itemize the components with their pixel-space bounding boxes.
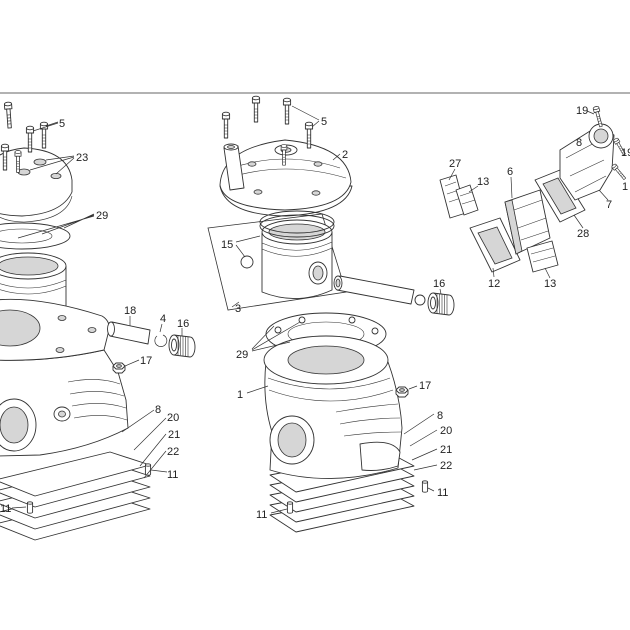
exhaust-port-inner — [277, 422, 307, 458]
callout-4: 4 — [160, 313, 166, 325]
callout-29: 29 — [236, 349, 248, 361]
callout-19: 19 — [621, 147, 630, 159]
gasket-hole — [348, 316, 356, 324]
callout-16: 16 — [177, 318, 189, 330]
dowel-pin — [421, 480, 429, 493]
cylinder-head-rim — [0, 195, 73, 223]
gasket-hole — [371, 327, 379, 335]
gasket-hole — [298, 316, 306, 324]
dowel-pin — [286, 501, 294, 514]
piston-ring-groove — [261, 241, 333, 257]
cylinder-fins — [267, 377, 402, 437]
callout-8: 8 — [437, 410, 443, 422]
piston-crown-inner — [268, 223, 326, 241]
piston-ring — [259, 210, 335, 234]
piston-ring — [259, 214, 335, 238]
head-bolt-hole — [311, 190, 321, 196]
callout-3: 3 — [235, 303, 241, 315]
callout-5: 5 — [59, 118, 65, 130]
cylinder-boss-hole — [58, 410, 66, 418]
callout-7: 7 — [606, 199, 612, 211]
head-bolt-hole — [33, 158, 47, 166]
right-assembly: 19 8 19 1 27 13 6 7 28 12 13 — [439, 105, 630, 290]
callout-28: 28 — [577, 228, 589, 240]
callout-22: 22 — [167, 446, 179, 458]
needle-bearing — [168, 334, 196, 358]
reed-petal-small — [455, 184, 479, 216]
head-bolt-hole — [253, 189, 263, 195]
callout-11: 11 — [167, 469, 178, 481]
reed-valve-block-side — [504, 199, 523, 255]
needle-bearing — [427, 292, 455, 316]
reed-gasket-opening — [477, 226, 513, 265]
callout-19: 19 — [576, 105, 588, 117]
circlip — [414, 294, 426, 306]
callout-11: 11 — [256, 509, 267, 521]
callout-1: 1 — [622, 181, 628, 193]
circlip — [154, 334, 168, 347]
left-assembly: 5 23 29 18 4 16 17 8 20 21 22 11 11 — [0, 101, 196, 541]
callout-2: 2 — [342, 149, 348, 161]
callout-5: 5 — [321, 116, 327, 128]
head-bolt-hole — [247, 161, 257, 167]
callout-17: 17 — [419, 380, 431, 392]
callout-23: 23 — [76, 152, 88, 164]
callout-18: 18 — [124, 305, 136, 317]
callout-13: 13 — [544, 278, 556, 290]
piston-crown-inner — [0, 256, 59, 276]
callout-21: 21 — [440, 444, 452, 456]
callout-16: 16 — [433, 278, 445, 290]
leader-line — [448, 110, 609, 279]
circlip — [240, 255, 254, 269]
callout-12: 12 — [488, 278, 500, 290]
cylinder-bore — [287, 345, 365, 375]
intake-manifold-bore — [593, 128, 609, 144]
reed-petal-small-detail — [459, 191, 476, 205]
callout-15: 15 — [221, 239, 233, 251]
leader-line — [231, 105, 442, 514]
head-gasket — [0, 222, 71, 250]
reed-petal-detail — [530, 247, 556, 263]
callout-22: 22 — [440, 460, 452, 472]
callout-20: 20 — [440, 425, 452, 437]
callout-11: 11 — [0, 503, 11, 515]
callout-17: 17 — [140, 355, 152, 367]
callout-11: 11 — [437, 487, 448, 499]
reed-valve-wedge — [513, 199, 549, 241]
cylinder-bore — [0, 309, 41, 347]
callout-29: 29 — [96, 210, 108, 222]
gasket-hole — [274, 326, 282, 334]
piston-pin-end — [107, 321, 115, 337]
callout-6: 6 — [507, 166, 513, 178]
head-bolt-hole — [313, 161, 323, 167]
callout-1: 1 — [237, 389, 243, 401]
piston-pin-hole — [312, 265, 324, 281]
intake-gasket-opening — [542, 177, 577, 215]
piston-ring-groove — [0, 279, 67, 295]
piston-pin-bore — [335, 278, 341, 288]
head-gasket-bore — [0, 228, 53, 244]
stud-nut — [112, 362, 126, 374]
callout-20: 20 — [167, 412, 179, 424]
leader-line — [11, 121, 183, 509]
exhaust-port-inner — [0, 406, 29, 444]
stud-hole — [55, 347, 65, 353]
callout-21: 21 — [168, 429, 180, 441]
stud-nut — [395, 386, 409, 398]
callout-8: 8 — [576, 137, 582, 149]
water-fitting-bore — [227, 145, 235, 149]
callout-13: 13 — [477, 176, 489, 188]
dowel-pin — [26, 501, 34, 514]
transfer-port — [359, 441, 401, 471]
cylinder-fins — [67, 379, 128, 421]
head-bolt-hole — [50, 172, 62, 179]
stud-hole — [57, 315, 67, 321]
callout-8: 8 — [155, 404, 161, 416]
callout-27: 27 — [449, 158, 461, 170]
stud-hole — [87, 327, 97, 333]
center-assembly: 5 2 15 3 16 29 1 17 8 20 21 22 11 11 — [207, 95, 455, 533]
